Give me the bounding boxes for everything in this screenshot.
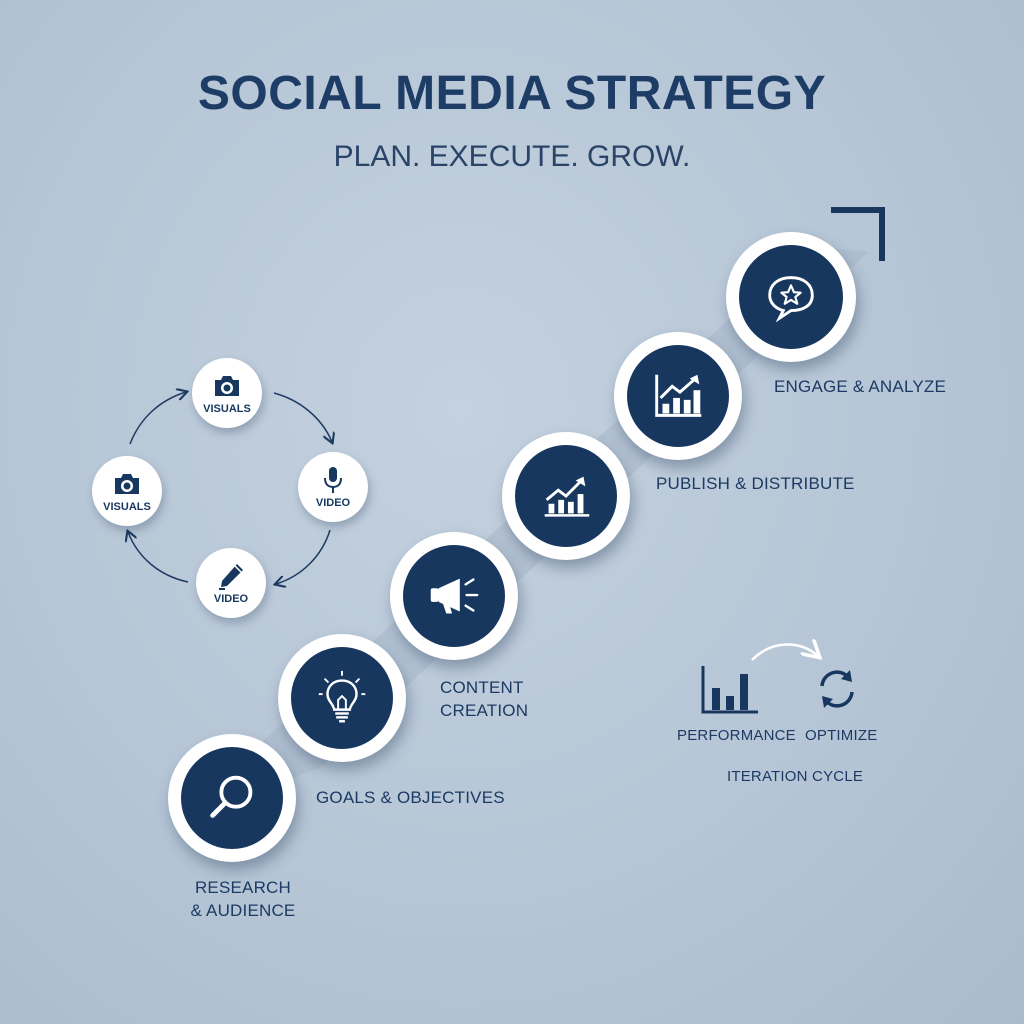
- step-engage: [726, 232, 856, 362]
- cycle-arrow-bottom-right: [276, 529, 331, 584]
- lightbulb-icon: [318, 670, 366, 723]
- step-goals: [278, 634, 406, 762]
- performance-label: PERFORMANCE: [677, 727, 796, 744]
- magnifier-icon: [210, 775, 253, 818]
- bar-chart-growth-icon: [655, 374, 702, 417]
- step-content-creation: [390, 532, 518, 660]
- performance-bar-icon: [701, 666, 758, 714]
- camera-icon: [215, 376, 239, 396]
- step-publish: [614, 332, 742, 460]
- step-research: [168, 734, 296, 862]
- cycle-node-label: VIDEO: [315, 497, 351, 509]
- page-title: SOCIAL MEDIA STRATEGY: [197, 67, 827, 120]
- cycle-node-label: VISUALS: [203, 403, 251, 415]
- star-speech-bubble-icon: [768, 276, 814, 323]
- cycle-node-visuals-top: VISUALS: [192, 358, 262, 428]
- cycle-arrow-top-right: [273, 392, 332, 442]
- step-label-research: RESEARCH & AUDIENCE: [190, 878, 296, 920]
- page-subtitle: PLAN. EXECUTE. GROW.: [333, 140, 691, 173]
- iteration-cycle-label: ITERATION CYCLE: [727, 768, 864, 785]
- step-label-engage: ENGAGE & ANALYZE: [774, 377, 946, 396]
- iteration-arrow: [751, 644, 818, 661]
- camera-icon: [115, 474, 139, 494]
- step-label-content-creation: CONTENT CREATION: [440, 678, 529, 720]
- cycle-node-label: VIDEO: [213, 593, 249, 605]
- cycle-arrow-bottom-left: [128, 532, 189, 583]
- microphone-icon: [324, 467, 342, 493]
- step-label-goals: GOALS & OBJECTIVES: [316, 788, 505, 807]
- cycle-node-video-bottom: VIDEO: [196, 548, 266, 618]
- rising-chart-icon: [544, 476, 590, 517]
- optimize-refresh-icon: [820, 670, 854, 708]
- pen-icon: [219, 564, 243, 590]
- cycle-node-label: VISUALS: [103, 501, 151, 513]
- cycle-node-visuals-left: VISUALS: [92, 456, 162, 526]
- cycle-node-video-right: VIDEO: [298, 452, 368, 522]
- step-growth-chart: [502, 432, 630, 560]
- megaphone-icon: [430, 578, 479, 614]
- corner-bracket: [831, 207, 885, 261]
- step-label-publish: PUBLISH & DISTRIBUTE: [656, 474, 855, 493]
- cycle-arrow-top-left: [129, 392, 186, 445]
- optimize-label: OPTIMIZE: [805, 727, 878, 744]
